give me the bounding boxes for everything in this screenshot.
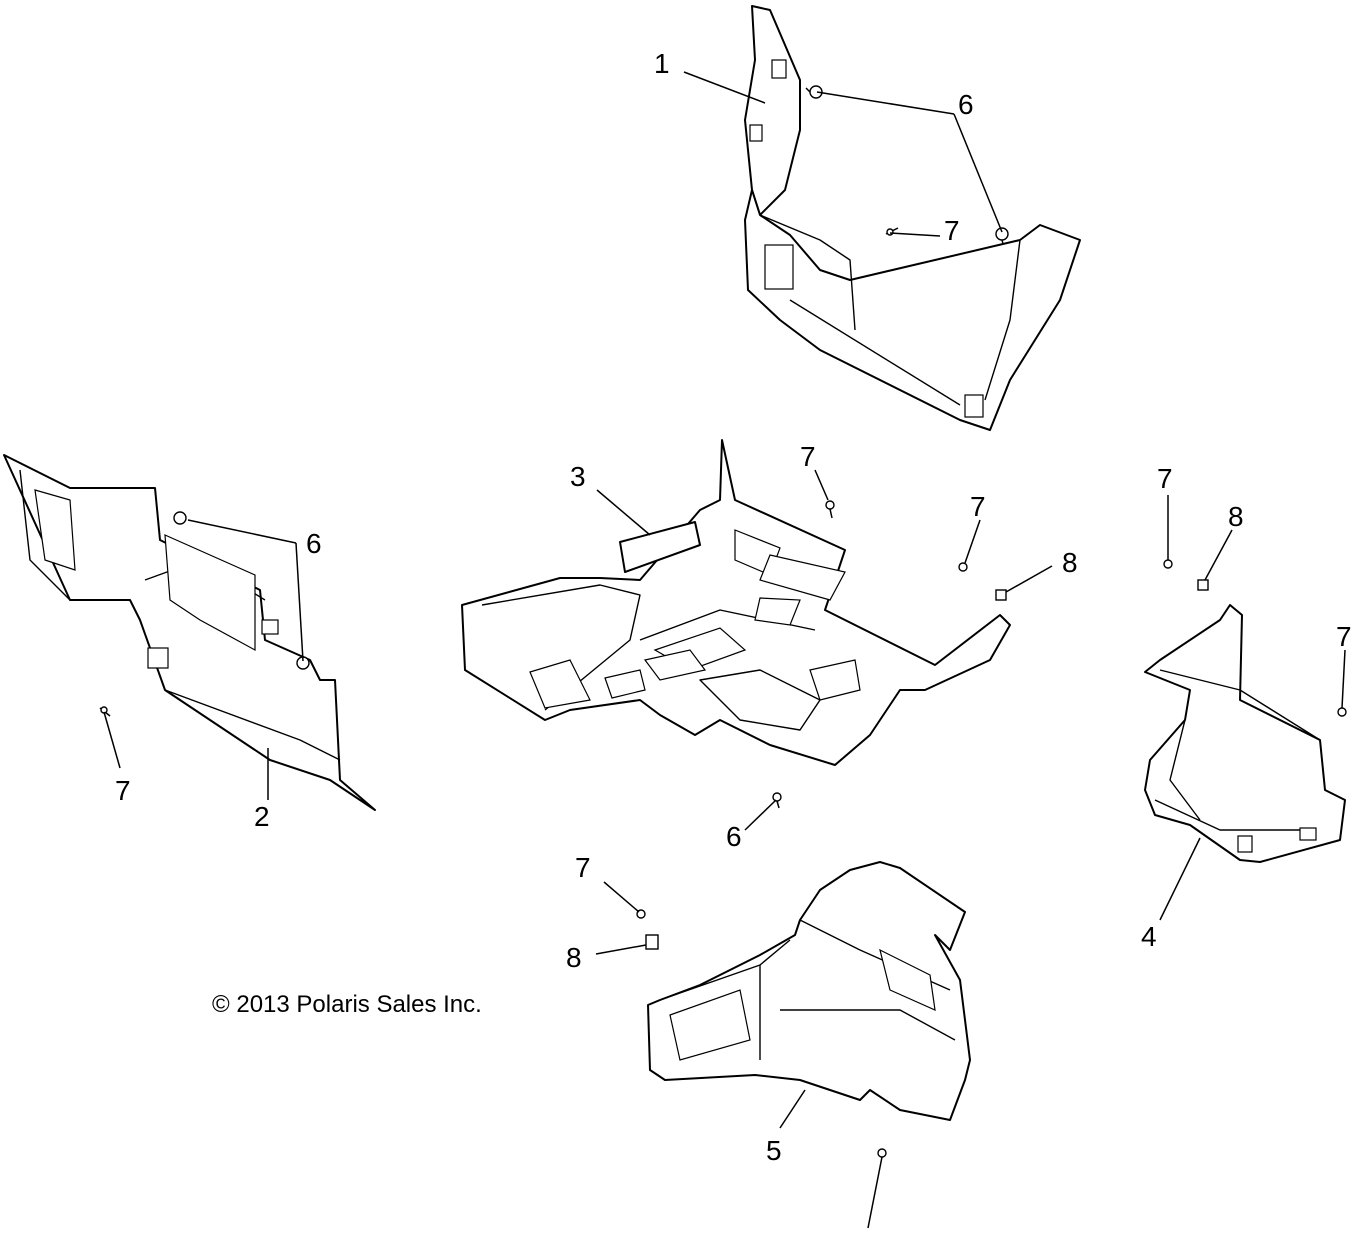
part-1-rear-panel — [744, 5, 1081, 431]
callout-8: 8 — [1228, 501, 1244, 532]
callouts: 1 6 7 6 7 2 3 7 7 8 7 8 7 4 6 7 8 5 — [115, 48, 1352, 1166]
part-5-front-panel — [647, 861, 971, 1121]
callout-7: 7 — [800, 441, 816, 472]
callout-8: 8 — [566, 942, 582, 973]
fastener-8-c — [645, 934, 659, 950]
callout-8: 8 — [1062, 547, 1078, 578]
fastener-7-c — [825, 500, 835, 519]
callout-3: 3 — [570, 461, 586, 492]
fastener-8-a — [995, 589, 1007, 601]
callout-7: 7 — [944, 215, 960, 246]
part-4-right-panel — [1144, 604, 1346, 863]
callout-6: 6 — [958, 89, 974, 120]
fastener-8-b — [1197, 579, 1209, 591]
fastener-6-c — [173, 511, 187, 525]
fastener-7-d — [958, 562, 968, 572]
fastener-7-a — [885, 227, 899, 236]
part-2-left-panel — [3, 454, 376, 811]
callout-4: 4 — [1141, 921, 1157, 952]
callout-2: 2 — [254, 801, 270, 832]
callout-7: 7 — [970, 491, 986, 522]
fastener-7-h — [877, 1148, 887, 1158]
callout-5: 5 — [766, 1135, 782, 1166]
callout-7: 7 — [1157, 463, 1173, 494]
callout-1: 1 — [654, 48, 670, 79]
fastener-6-e — [772, 792, 782, 809]
fastener-6-b — [995, 227, 1009, 245]
fastener-7-e — [1163, 559, 1173, 569]
copyright-text: © 2013 Polaris Sales Inc. — [212, 991, 482, 1018]
callout-6: 6 — [726, 821, 742, 852]
fastener-7-f — [1337, 707, 1347, 717]
callout-7: 7 — [575, 852, 591, 883]
part-3-floor — [461, 439, 1011, 766]
callout-7: 7 — [115, 775, 131, 806]
callout-6: 6 — [306, 528, 322, 559]
leader-lines — [103, 71, 1346, 1229]
fastener-6-a — [805, 85, 823, 99]
callout-7: 7 — [1336, 621, 1352, 652]
